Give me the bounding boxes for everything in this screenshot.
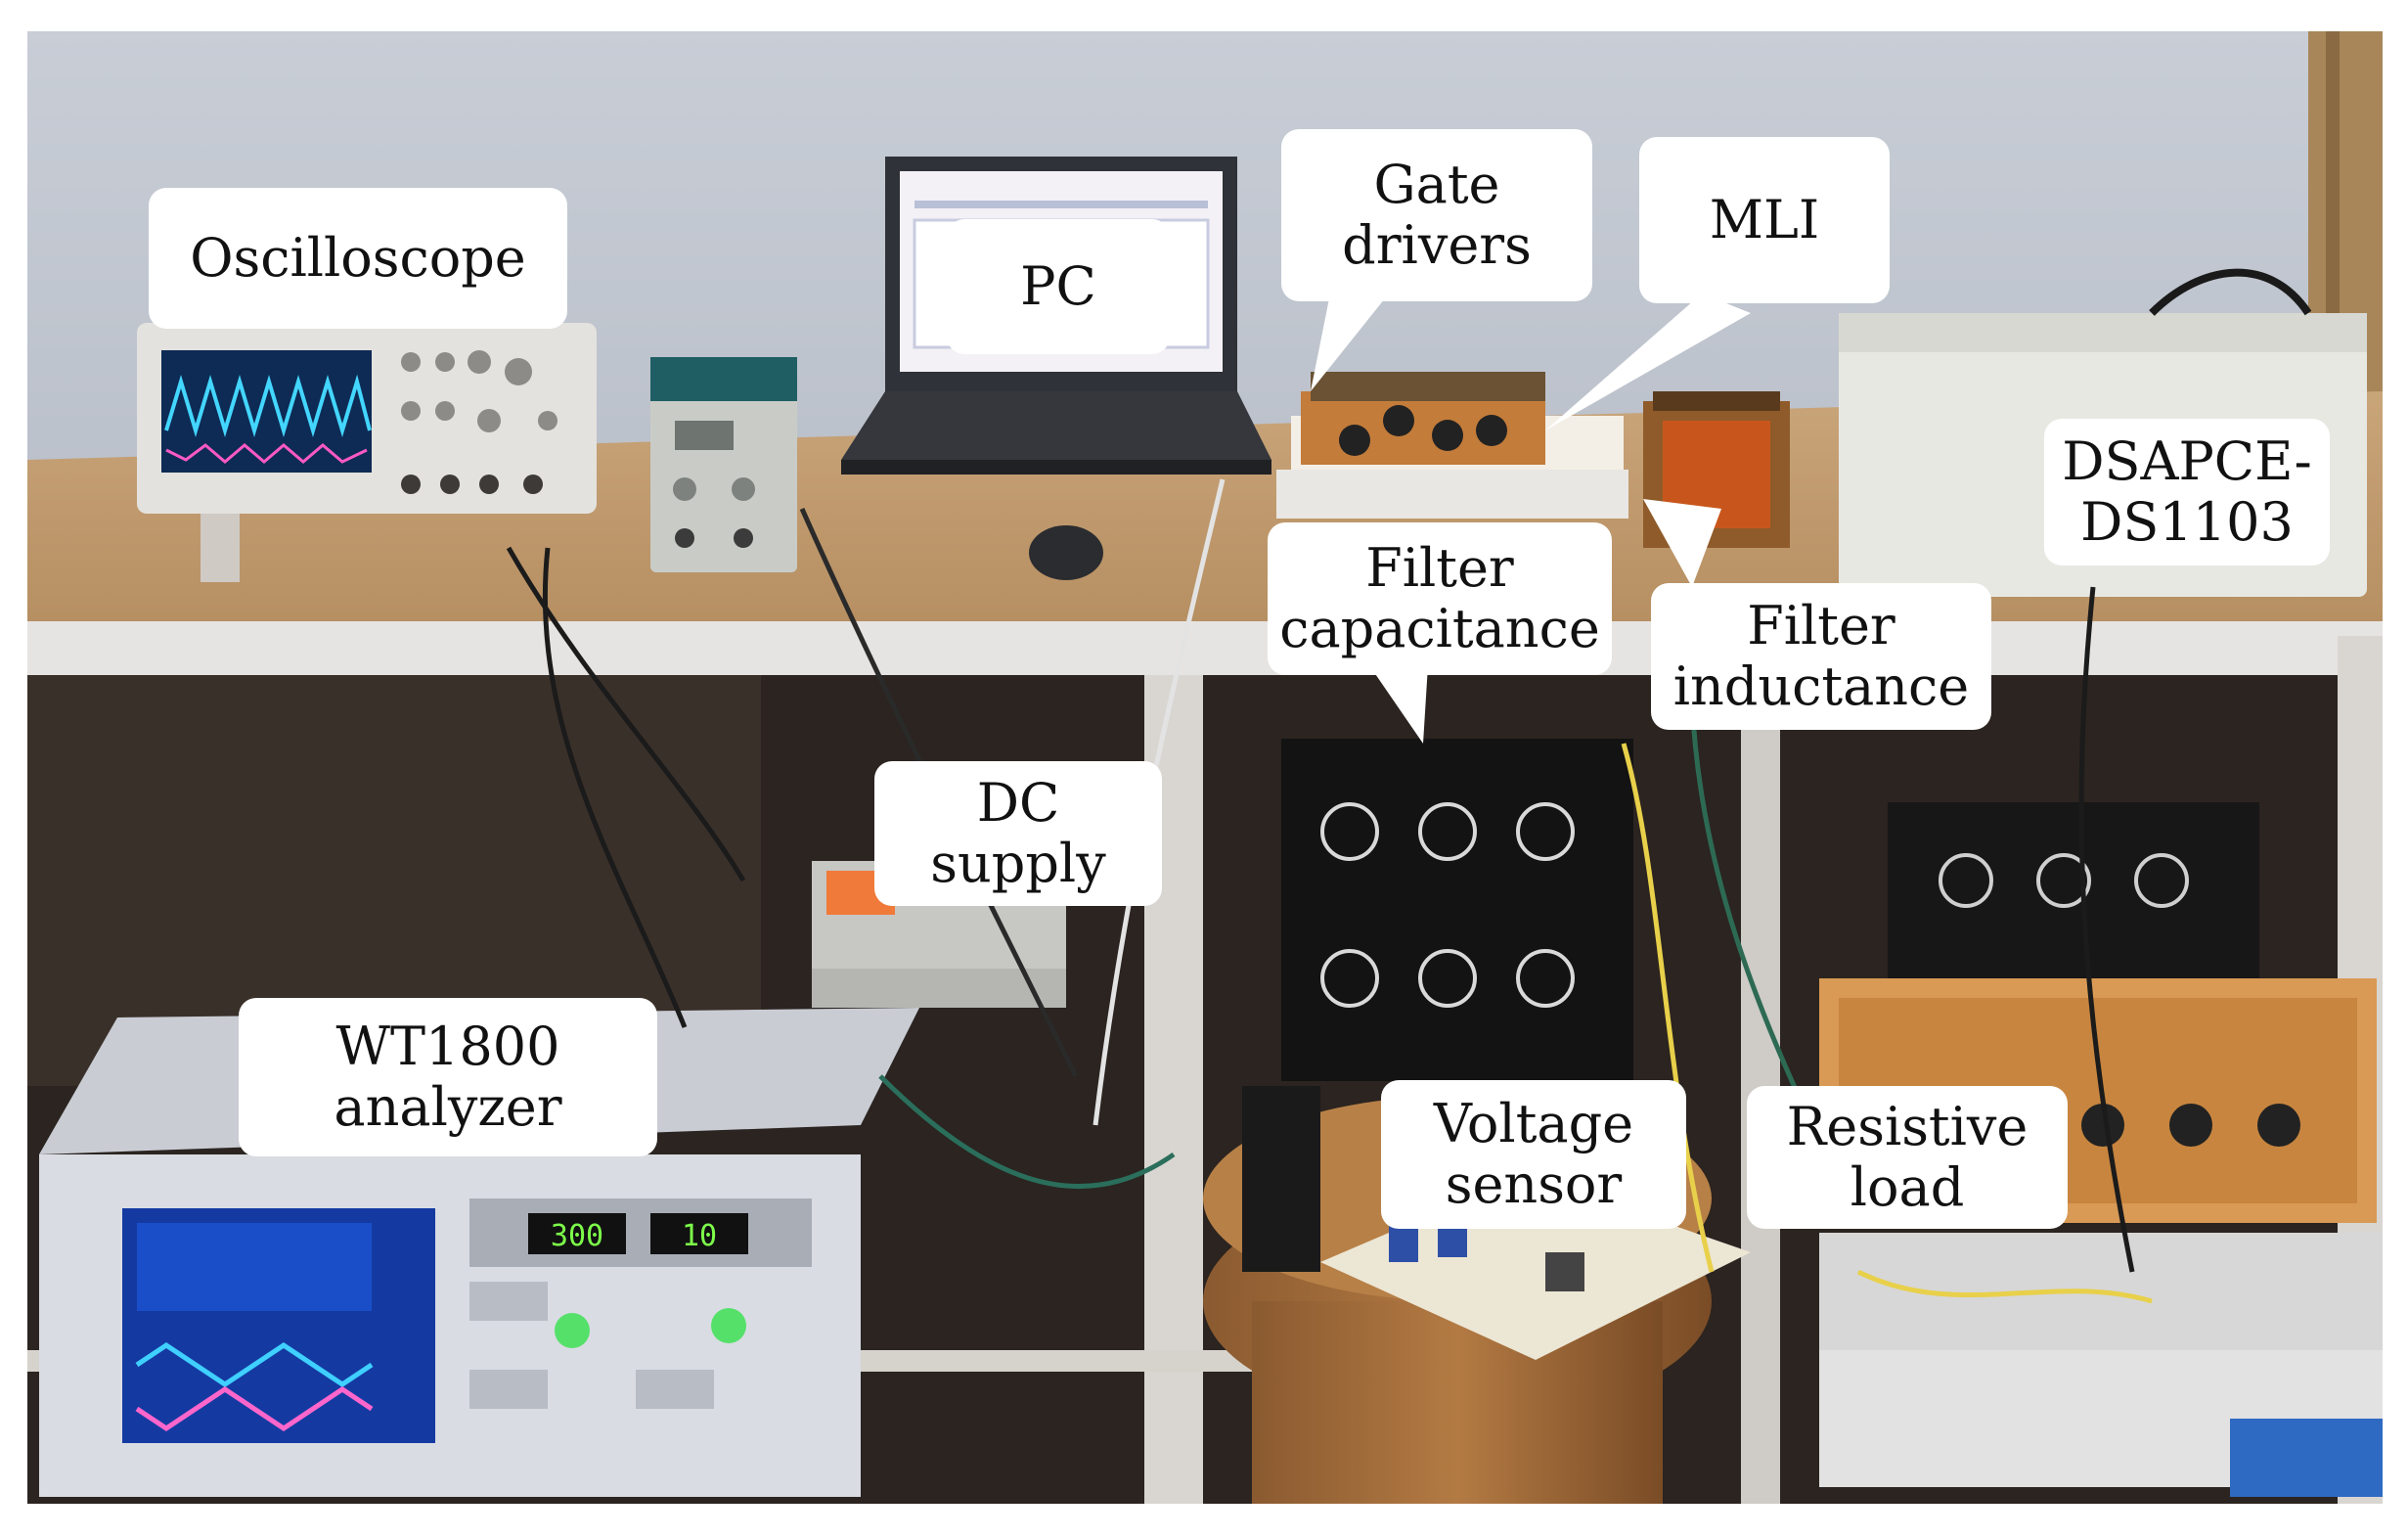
label-wt1800-line1: WT1800	[335, 1015, 560, 1077]
label-dc-supply: DC supply	[874, 761, 1162, 906]
inverter-board	[1276, 372, 1628, 519]
label-filter-capacitance: Filter capacitance	[1268, 522, 1612, 675]
label-gate-drivers-line2: drivers	[1342, 214, 1532, 276]
label-filter-inductance: Filter inductance	[1651, 583, 1991, 730]
label-filter-capacitance-line1: Filter	[1365, 536, 1514, 599]
label-oscilloscope: Oscilloscope	[149, 188, 567, 329]
label-voltage-sensor: Voltage sensor	[1381, 1080, 1686, 1229]
label-filter-inductance-line2: inductance	[1672, 655, 1970, 717]
label-pc: PC	[947, 219, 1170, 354]
label-wt1800-line2: analyzer	[334, 1076, 562, 1138]
label-dc-supply-line2: supply	[930, 833, 1106, 894]
oscilloscope-device	[137, 323, 597, 582]
label-mli: MLI	[1639, 137, 1890, 303]
label-gate-drivers-line1: Gate	[1373, 153, 1500, 215]
label-filter-inductance-line1: Filter	[1747, 594, 1895, 656]
label-dsapce-line2: DS1103	[2080, 491, 2294, 553]
readout-right: 10	[682, 1219, 717, 1253]
label-voltage-sensor-line1: Voltage	[1433, 1092, 1634, 1154]
label-mli-line1: MLI	[1709, 188, 1820, 250]
callout-pointers	[1311, 294, 1751, 744]
label-resistive-load-line2: load	[1850, 1156, 1965, 1218]
label-dc-supply-line1: DC	[976, 771, 1060, 834]
label-dsapce: DSAPCE- DS1103	[2044, 419, 2330, 565]
label-filter-capacitance-line2: capacitance	[1279, 598, 1600, 659]
filter-capacitance-panel	[1281, 739, 1633, 1081]
label-resistive-load: Resistive load	[1747, 1086, 2068, 1229]
label-pc-line1: PC	[1020, 254, 1096, 317]
bench-supply	[650, 357, 797, 572]
label-wt1800-analyzer: WT1800 analyzer	[239, 998, 657, 1156]
label-resistive-load-line1: Resistive	[1786, 1095, 2029, 1157]
label-gate-drivers: Gate drivers	[1281, 129, 1592, 301]
label-oscilloscope-line1: Oscilloscope	[190, 226, 526, 289]
label-dsapce-line1: DSAPCE-	[2062, 429, 2312, 492]
mouse	[1029, 525, 1103, 580]
table-edge	[27, 621, 2383, 675]
label-voltage-sensor-line2: sensor	[1445, 1153, 1623, 1215]
readout-left: 300	[551, 1219, 603, 1253]
